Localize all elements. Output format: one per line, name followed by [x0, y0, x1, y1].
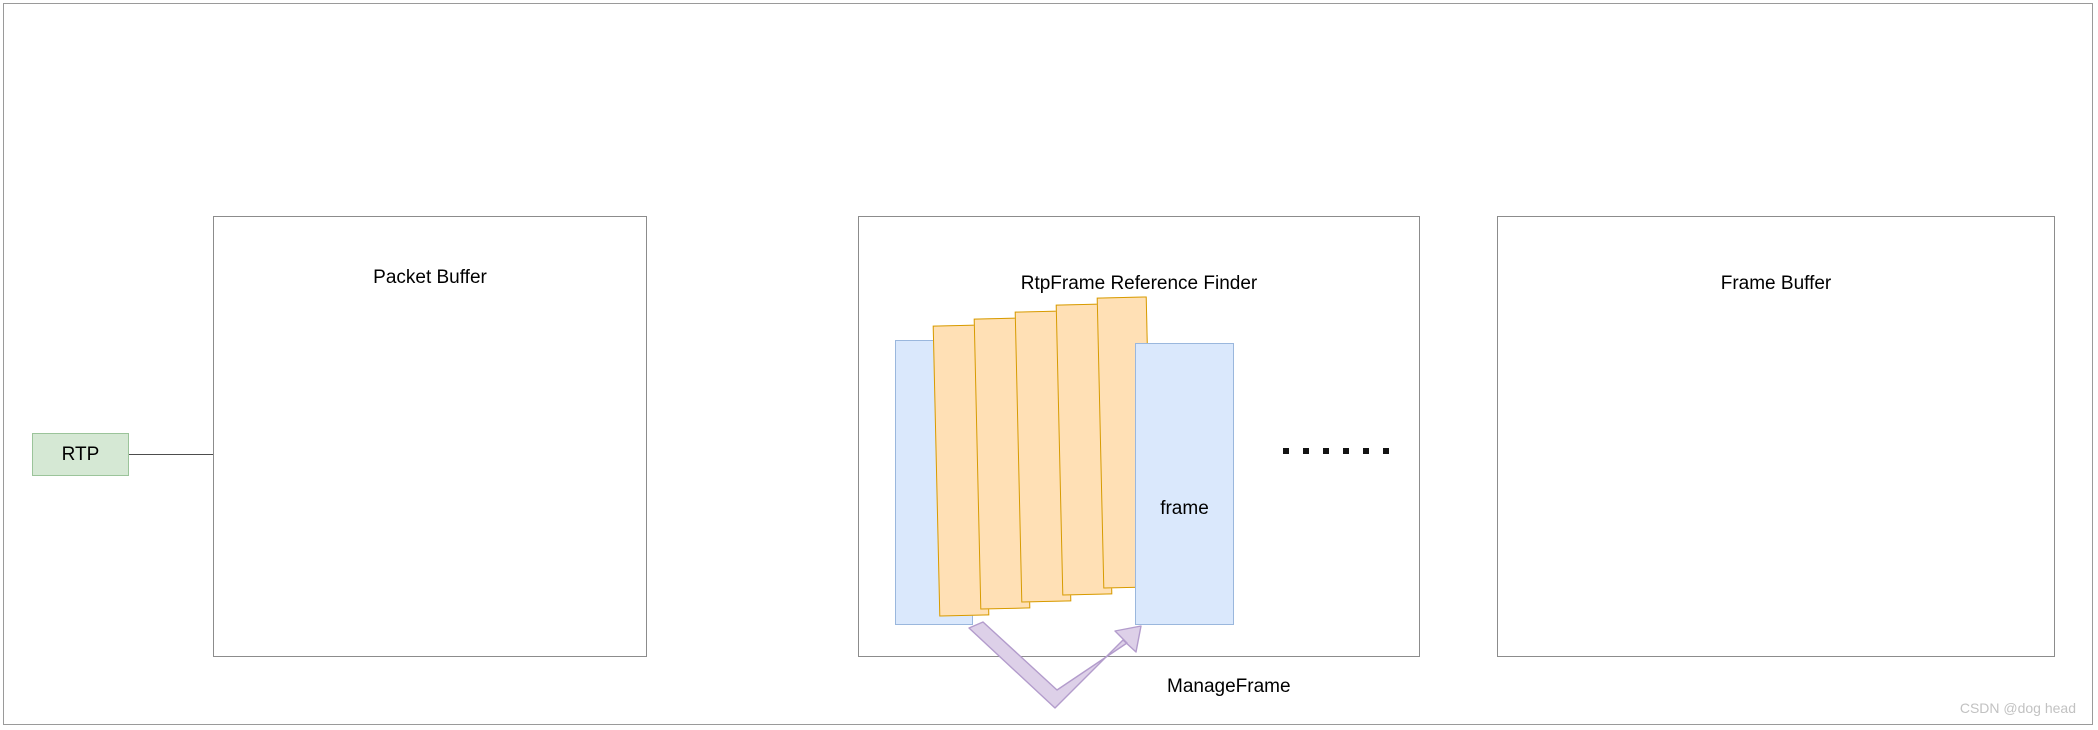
frame-buffer-container[interactable]: Frame Buffer	[1497, 216, 2055, 657]
rtp-to-packet-buffer-connector	[129, 454, 222, 455]
packet-buffer-container[interactable]: Packet Buffer	[213, 216, 647, 657]
frame-card-front[interactable]: frame	[1135, 343, 1234, 625]
ellipsis-dots	[1283, 448, 1389, 454]
rtp-node[interactable]: RTP	[32, 433, 129, 476]
rtp-node-label: RTP	[61, 443, 100, 465]
ellipsis-dot	[1343, 448, 1349, 454]
ellipsis-dot	[1303, 448, 1309, 454]
ellipsis-dot	[1363, 448, 1369, 454]
image-outer-border	[3, 3, 2093, 725]
packet-buffer-title: Packet Buffer	[373, 267, 487, 288]
ellipsis-dot	[1383, 448, 1389, 454]
frame-buffer-title: Frame Buffer	[1720, 273, 1832, 294]
manage-frame-label: ManageFrame	[1167, 676, 1291, 697]
frame-card-label: frame	[1160, 498, 1209, 519]
watermark: CSDN @dog head	[1959, 700, 2076, 716]
ellipsis-dot	[1323, 448, 1329, 454]
manage-frame-arrow-icon	[968, 621, 1142, 709]
ellipsis-dot	[1283, 448, 1289, 454]
rtpframe-reference-finder-title: RtpFrame Reference Finder	[1020, 273, 1258, 294]
